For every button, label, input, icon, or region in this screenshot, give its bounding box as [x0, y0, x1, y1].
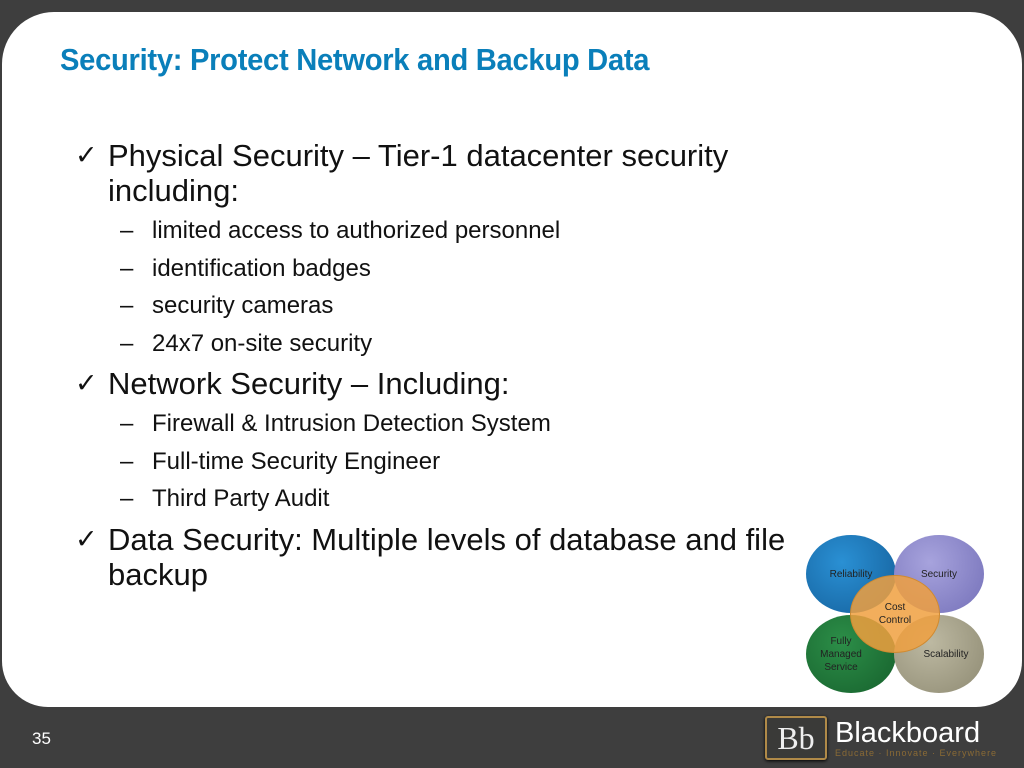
sub-bullet-text: identification badges [152, 254, 371, 282]
checkmark-icon: ✓ [75, 368, 98, 398]
dash: – [120, 254, 134, 282]
circle-label: Cost Control [878, 602, 912, 626]
venn-diagram: Reliability Security Fully Managed Servi… [800, 530, 1000, 700]
sub-bullet: –Full-time Security Engineer [75, 443, 815, 481]
sub-bullet-text: Full-time Security Engineer [152, 447, 441, 475]
circle-cost-control: Cost Control [850, 575, 940, 653]
logo-name: Blackboard [835, 717, 981, 749]
sub-bullet-text: Third Party Audit [152, 485, 330, 512]
dash: – [120, 410, 134, 437]
dash: – [120, 447, 134, 475]
checkmark-icon: ✓ [75, 523, 98, 554]
blackboard-logo: Bb Blackboard Educate · Innovate · Every… [765, 716, 997, 760]
dash: – [120, 329, 134, 357]
circle-label: Security [920, 568, 958, 580]
bullet-text: Data Security: Multiple levels of databa… [108, 521, 786, 592]
circle-label: Reliability [829, 568, 873, 580]
bullet-text: Network Security – Including: [108, 366, 510, 401]
sub-bullet: –Firewall & Intrusion Detection System [75, 405, 815, 443]
sub-bullet: –security cameras [75, 287, 815, 325]
bullet-text: Physical Security – Tier-1 datacenter se… [108, 138, 729, 208]
logo-tagline: Educate · Innovate · Everywhere [835, 748, 998, 758]
sub-bullet-text: limited access to authorized personnel [152, 217, 561, 244]
sub-bullet-text: 24x7 on-site security [152, 329, 373, 357]
bullet-network-security: ✓ Network Security – Including: [75, 366, 815, 401]
slide-title: Security: Protect Network and Backup Dat… [60, 42, 650, 77]
sub-bullet: –identification badges [75, 250, 815, 288]
sub-bullet-text: Firewall & Intrusion Detection System [152, 410, 551, 437]
sub-bullet: –limited access to authorized personnel [75, 212, 815, 250]
checkmark-icon: ✓ [75, 140, 98, 170]
sub-bullet: –Third Party Audit [75, 480, 815, 518]
page-number: 35 [32, 729, 51, 748]
dash: – [120, 485, 134, 512]
bullet-list: ✓ Physical Security – Tier-1 datacenter s… [75, 138, 815, 596]
circle-label: Scalability [923, 648, 969, 660]
sub-bullet: –24x7 on-site security [75, 325, 815, 363]
bullet-physical-security: ✓ Physical Security – Tier-1 datacenter s… [75, 138, 815, 208]
dash: – [120, 292, 134, 319]
circle-label: Fully Managed Service [820, 635, 862, 673]
bullet-data-security: ✓ Data Security: Multiple levels of datab… [75, 522, 815, 592]
sub-bullet-text: security cameras [152, 292, 334, 319]
bb-logo-icon: Bb [765, 716, 827, 760]
dash: – [120, 217, 134, 244]
